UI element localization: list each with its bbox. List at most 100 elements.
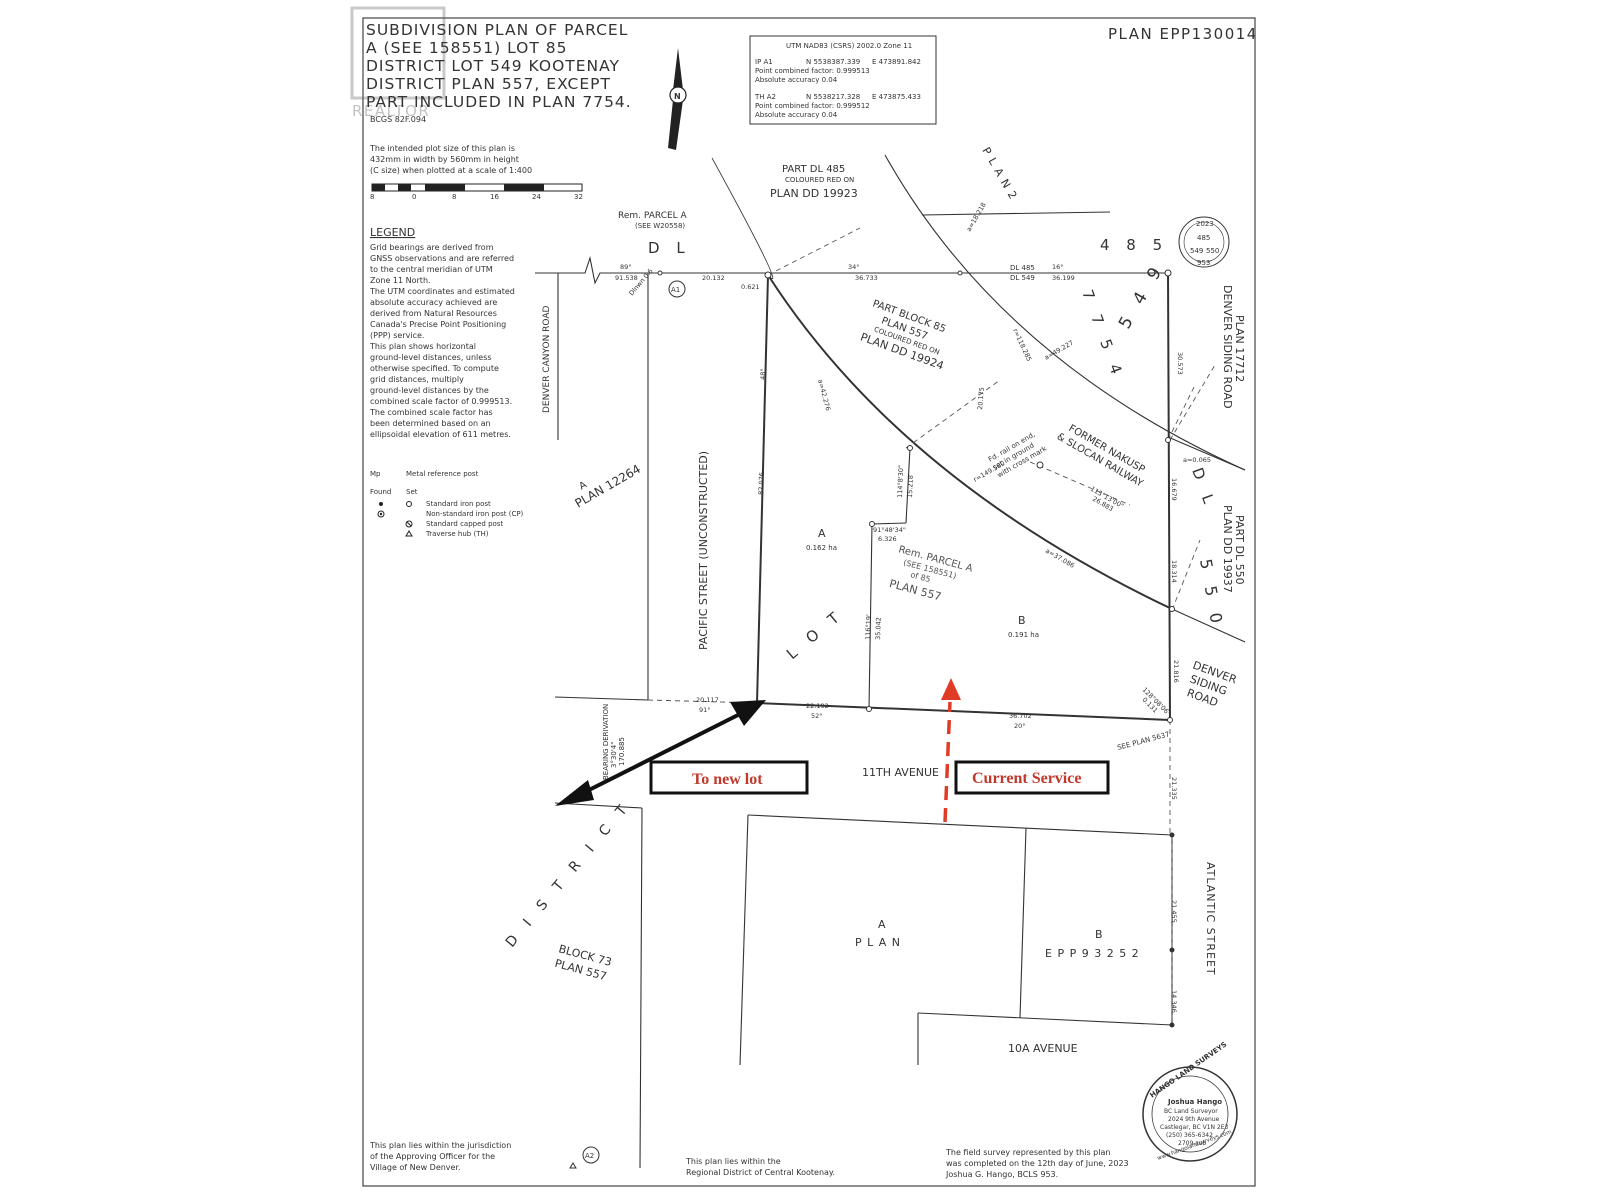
legend-line: ground-level distances, unless [370,353,492,362]
svg-text:N 5538387.339: N 5538387.339 [806,58,860,66]
north-arrow-icon: N [668,48,687,150]
svg-text:8: 8 [452,193,456,201]
dimension-label: 34° [848,263,860,271]
svg-text:The field survey represented b: The field survey represented by this pla… [945,1148,1110,1157]
dimension-label: 114°8'30" [896,465,905,498]
svg-text:BC Land Surveyor: BC Land Surveyor [1164,1108,1218,1115]
legend-line: grid distances, multiply [370,375,464,384]
dimension-label: 15.218 [906,475,915,498]
dimension-label: 36.733 [855,274,878,282]
svg-text:549: 549 [1190,247,1203,255]
plan-number: PLAN EPP130014 [1108,25,1258,43]
legend-line: combined scale factor of 0.999513. [370,397,512,406]
svg-text:0.191 ha: 0.191 ha [1008,631,1039,639]
svg-text:Joshua G. Hango, BCLS 953.: Joshua G. Hango, BCLS 953. [945,1170,1058,1179]
svg-text:was completed on the 12th day: was completed on the 12th day of June, 2… [946,1159,1129,1168]
dimension-label: 6.326 [878,535,897,543]
dimension-label: 30.573 [1176,352,1184,375]
svg-text:Rem. PARCEL A: Rem. PARCEL A [618,211,688,221]
title-block: SUBDIVISION PLAN OF PARCEL A (SEE 158551… [366,21,632,124]
legend-line: GNSS observations and are referred [370,254,514,263]
svg-text:Point combined factor: 0.99951: Point combined factor: 0.999513 [755,67,870,75]
part-dl-550-label: PART DL 550 PLAN DD 19937 [1221,505,1246,593]
dimension-label: 89° [620,263,632,271]
svg-text:Non-standard iron post (CP): Non-standard iron post (CP) [426,510,524,518]
title-line-5: PART INCLUDED IN PLAN 7754. [366,93,632,111]
svg-text:DL 549: DL 549 [1010,274,1035,282]
svg-text:432mm in width by 560mm in hei: 432mm in width by 560mm in height [370,155,519,164]
legend-line: Canada's Precise Point Positioning [370,320,506,329]
svg-text:This plan lies within the: This plan lies within the [685,1157,781,1166]
current-service-arrow [941,678,961,823]
svg-text:DENVER SIDING ROAD: DENVER SIDING ROAD [1221,285,1234,409]
svg-text:Point combined factor: 0.99951: Point combined factor: 0.999512 [755,102,870,110]
svg-text:550: 550 [1206,247,1219,255]
dimension-label: 36.702 [1009,712,1032,720]
svg-text:E 473891.842: E 473891.842 [872,58,921,66]
svg-text:P L A N: P L A N [855,936,901,949]
svg-text:Set: Set [406,488,418,496]
property-lines [535,154,1246,1169]
atlantic-street: ATLANTIC STREET [1204,862,1217,976]
svg-text:A2: A2 [585,1152,594,1160]
dimension-label: 18.314 [1170,560,1178,583]
title-line-4: DISTRICT PLAN 557, EXCEPT [366,75,611,93]
svg-text:A1: A1 [671,286,680,294]
legend-line: The UTM coordinates and estimated [369,287,515,296]
sheet-background [345,0,1260,1200]
title-line-1: SUBDIVISION PLAN OF PARCEL [366,21,628,39]
dimension-label: 21.455 [1170,900,1178,923]
svg-text:Current Service: Current Service [972,770,1081,787]
svg-text:3°30'4": 3°30'4" [610,742,618,768]
to-new-lot-arrow [555,700,766,806]
footer-right-note: The field survey represented by this pla… [945,1148,1129,1179]
svg-text:B: B [1018,614,1026,627]
control-point-a2: A2 [569,1146,600,1169]
dimension-label: 21.816 [1172,660,1180,683]
svg-text:Absolute accuracy 0.04: Absolute accuracy 0.04 [755,76,838,84]
control-point-a1: A1 [668,280,686,298]
dimension-label: 91°48'34" [873,526,906,534]
legend-line: This plan shows horizontal [369,342,476,351]
svg-text:UTM NAD83 (CSRS) 2002.0 Zone 1: UTM NAD83 (CSRS) 2002.0 Zone 11 [786,42,912,50]
svg-text:(C size) when plotted at a sca: (C size) when plotted at a scale of 1:40… [370,166,532,175]
svg-text:Found: Found [370,488,391,496]
denver-canyon-road: DENVER CANYON ROAD [542,306,552,413]
svg-text:16: 16 [490,193,499,201]
svg-text:PART DL 550: PART DL 550 [1233,515,1246,585]
svg-text:Traverse hub (TH): Traverse hub (TH) [425,530,489,538]
dimension-label: 20° [1014,722,1026,730]
svg-text:Standard iron post: Standard iron post [426,500,491,508]
svg-text:0.162 ha: 0.162 ha [806,544,837,552]
svg-text:BEARING DERIVATION: BEARING DERIVATION [602,704,610,780]
sheet-border [362,17,1256,1187]
legend-line: to the central meridian of UTM [370,265,493,274]
svg-text:(250) 365-6342: (250) 365-6342 [1166,1132,1213,1139]
dimension-label: 16° [1052,263,1064,271]
svg-text:B: B [1095,928,1103,941]
title-line-3: DISTRICT LOT 549 KOOTENAY [366,57,620,75]
svg-text:TH A2: TH A2 [754,93,776,101]
bearing-derivation-note: BEARING DERIVATION 3°30'4" 170.885 [602,704,626,780]
footer-left-note: This plan lies within the jurisdiction o… [369,1141,511,1172]
dimension-label: 0.621 [741,283,760,291]
svg-text:485: 485 [1197,234,1210,242]
svg-text:Joshua Hango: Joshua Hango [1167,1098,1222,1106]
dimension-label: 20.175 [976,387,986,410]
dimension-label: 21.335 [1170,777,1178,800]
pacific-street: PACIFIC STREET (UNCONSTRUCTED) [697,451,710,650]
svg-text:953: 953 [1197,259,1210,267]
svg-text:PLAN DD 19923: PLAN DD 19923 [770,187,858,200]
svg-text:4 8 5: 4 8 5 [1100,236,1168,254]
svg-text:(SEE W20558): (SEE W20558) [635,222,685,230]
svg-text:2709-sub: 2709-sub [1178,1140,1206,1147]
legend-line: been determined based on an [370,419,491,428]
svg-text:Village of New Denver.: Village of New Denver. [370,1163,461,1172]
bcgs-number: BCGS 82F.094 [370,115,426,124]
legend: LEGEND Grid bearings are derived fromGNS… [369,226,524,538]
svg-text:COLOURED RED ON: COLOURED RED ON [785,176,854,184]
legend-line: derived from Natural Resources [370,309,497,318]
